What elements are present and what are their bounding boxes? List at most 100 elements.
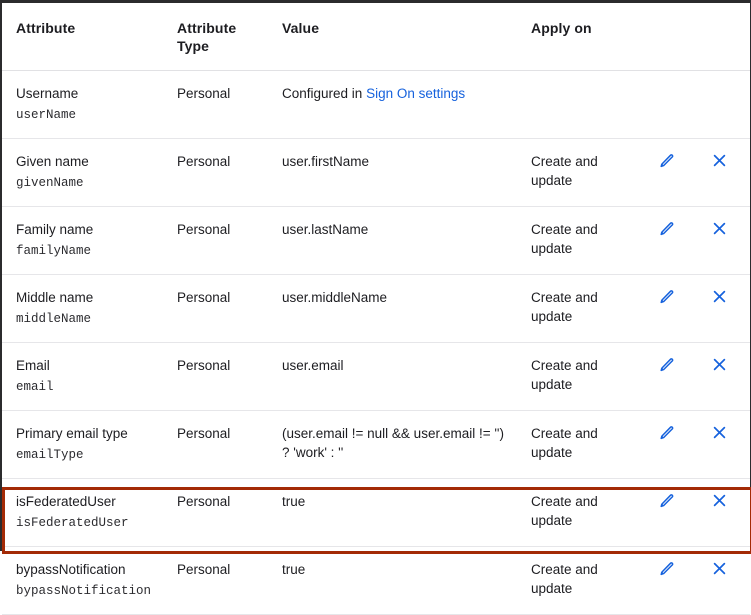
cell-value: true <box>268 546 517 615</box>
value-expression: user.firstName <box>282 154 370 169</box>
pencil-icon[interactable] <box>658 425 680 447</box>
apply-on-line2: update <box>531 445 573 460</box>
apply-on-line1: Create and <box>531 426 598 441</box>
table-row: Given name givenName Personal user.firstNam… <box>2 138 750 207</box>
value-expression: true <box>282 494 306 509</box>
cell-attribute-type: Personal <box>163 274 268 343</box>
cell-delete-action <box>695 70 750 139</box>
close-x-icon[interactable] <box>712 425 734 447</box>
cell-attribute-type: Personal <box>163 410 268 479</box>
pencil-icon[interactable] <box>658 221 680 243</box>
cell-apply-on <box>517 70 643 139</box>
apply-on-line1: Create and <box>531 358 598 373</box>
column-header-apply-on: Apply on <box>517 3 643 71</box>
cell-attribute-type: Personal <box>163 342 268 411</box>
value-expression: true <box>282 562 306 577</box>
cell-delete-action <box>695 478 750 547</box>
cell-edit-action <box>643 546 695 615</box>
cell-delete-action <box>695 274 750 343</box>
close-x-icon[interactable] <box>712 561 734 583</box>
apply-on-line1: Create and <box>531 494 598 509</box>
value-expression: (user.email != null && user.email != '')… <box>282 426 504 460</box>
cell-edit-action <box>643 138 695 207</box>
apply-on-line2: update <box>531 513 573 528</box>
close-x-icon[interactable] <box>712 493 734 515</box>
apply-on-line2: update <box>531 581 573 596</box>
cell-apply-on: Create and update <box>517 206 643 275</box>
cell-edit-action <box>643 206 695 275</box>
cell-attribute-type: Personal <box>163 206 268 275</box>
column-header-value: Value <box>268 3 517 71</box>
cell-apply-on: Create and update <box>517 478 643 547</box>
close-x-icon[interactable] <box>712 357 734 379</box>
pencil-icon[interactable] <box>658 357 680 379</box>
attribute-variable-name: email <box>16 380 54 394</box>
close-x-icon[interactable] <box>712 153 734 175</box>
apply-on-line1: Create and <box>531 222 598 237</box>
attribute-display-name: Middle name <box>16 290 94 305</box>
cell-delete-action <box>695 546 750 615</box>
table-header: Attribute Attribute Type Value Apply on <box>2 3 750 71</box>
cell-attribute-type: Personal <box>163 546 268 615</box>
pencil-icon[interactable] <box>658 493 680 515</box>
cell-value: user.email <box>268 342 517 411</box>
attribute-variable-name: bypassNotification <box>16 584 152 598</box>
cell-value: Configured in Sign On settings <box>268 70 517 139</box>
close-x-icon[interactable] <box>712 221 734 243</box>
cell-edit-action <box>643 342 695 411</box>
pencil-icon[interactable] <box>658 561 680 583</box>
apply-on-line2: update <box>531 309 573 324</box>
sign-on-settings-link[interactable]: Sign On settings <box>366 86 466 101</box>
cell-attribute: Given name givenName <box>2 138 163 207</box>
apply-on-line2: update <box>531 241 573 256</box>
table-row: Family name familyName Personal user.lastNa… <box>2 206 750 275</box>
attribute-variable-name: familyName <box>16 244 92 258</box>
pencil-icon[interactable] <box>658 289 680 311</box>
column-header-attribute-type-line2: Type <box>177 38 210 54</box>
cell-value: user.firstName <box>268 138 517 207</box>
cell-apply-on: Create and update <box>517 342 643 411</box>
cell-apply-on: Create and update <box>517 274 643 343</box>
attribute-display-name: Primary email type <box>16 426 128 441</box>
attribute-variable-name: userName <box>16 108 77 122</box>
attribute-display-name: Given name <box>16 154 89 169</box>
apply-on-line1: Create and <box>531 290 598 305</box>
cell-attribute-type: Personal <box>163 70 268 139</box>
attribute-display-name: isFederatedUser <box>16 494 116 509</box>
attribute-display-name: Family name <box>16 222 94 237</box>
close-x-icon[interactable] <box>712 289 734 311</box>
cell-attribute: Family name familyName <box>2 206 163 275</box>
column-header-attribute-type: Attribute Type <box>163 3 268 71</box>
cell-value: true <box>268 478 517 547</box>
table-header-row: Attribute Attribute Type Value Apply on <box>2 3 750 71</box>
cell-edit-action <box>643 70 695 139</box>
pencil-icon[interactable] <box>658 153 680 175</box>
cell-attribute-type: Personal <box>163 138 268 207</box>
cell-edit-action <box>643 478 695 547</box>
attribute-variable-name: givenName <box>16 176 84 190</box>
cell-apply-on: Create and update <box>517 410 643 479</box>
value-expression: user.email <box>282 358 344 373</box>
cell-edit-action <box>643 274 695 343</box>
column-header-delete-spacer <box>695 3 750 71</box>
value-text-prefix: Configured in <box>282 86 367 101</box>
value-expression: user.lastName <box>282 222 369 237</box>
cell-delete-action <box>695 206 750 275</box>
apply-on-line2: update <box>531 377 573 392</box>
cell-value: user.middleName <box>268 274 517 343</box>
cell-delete-action <box>695 342 750 411</box>
column-header-attribute: Attribute <box>2 3 163 71</box>
value-expression: user.middleName <box>282 290 388 305</box>
